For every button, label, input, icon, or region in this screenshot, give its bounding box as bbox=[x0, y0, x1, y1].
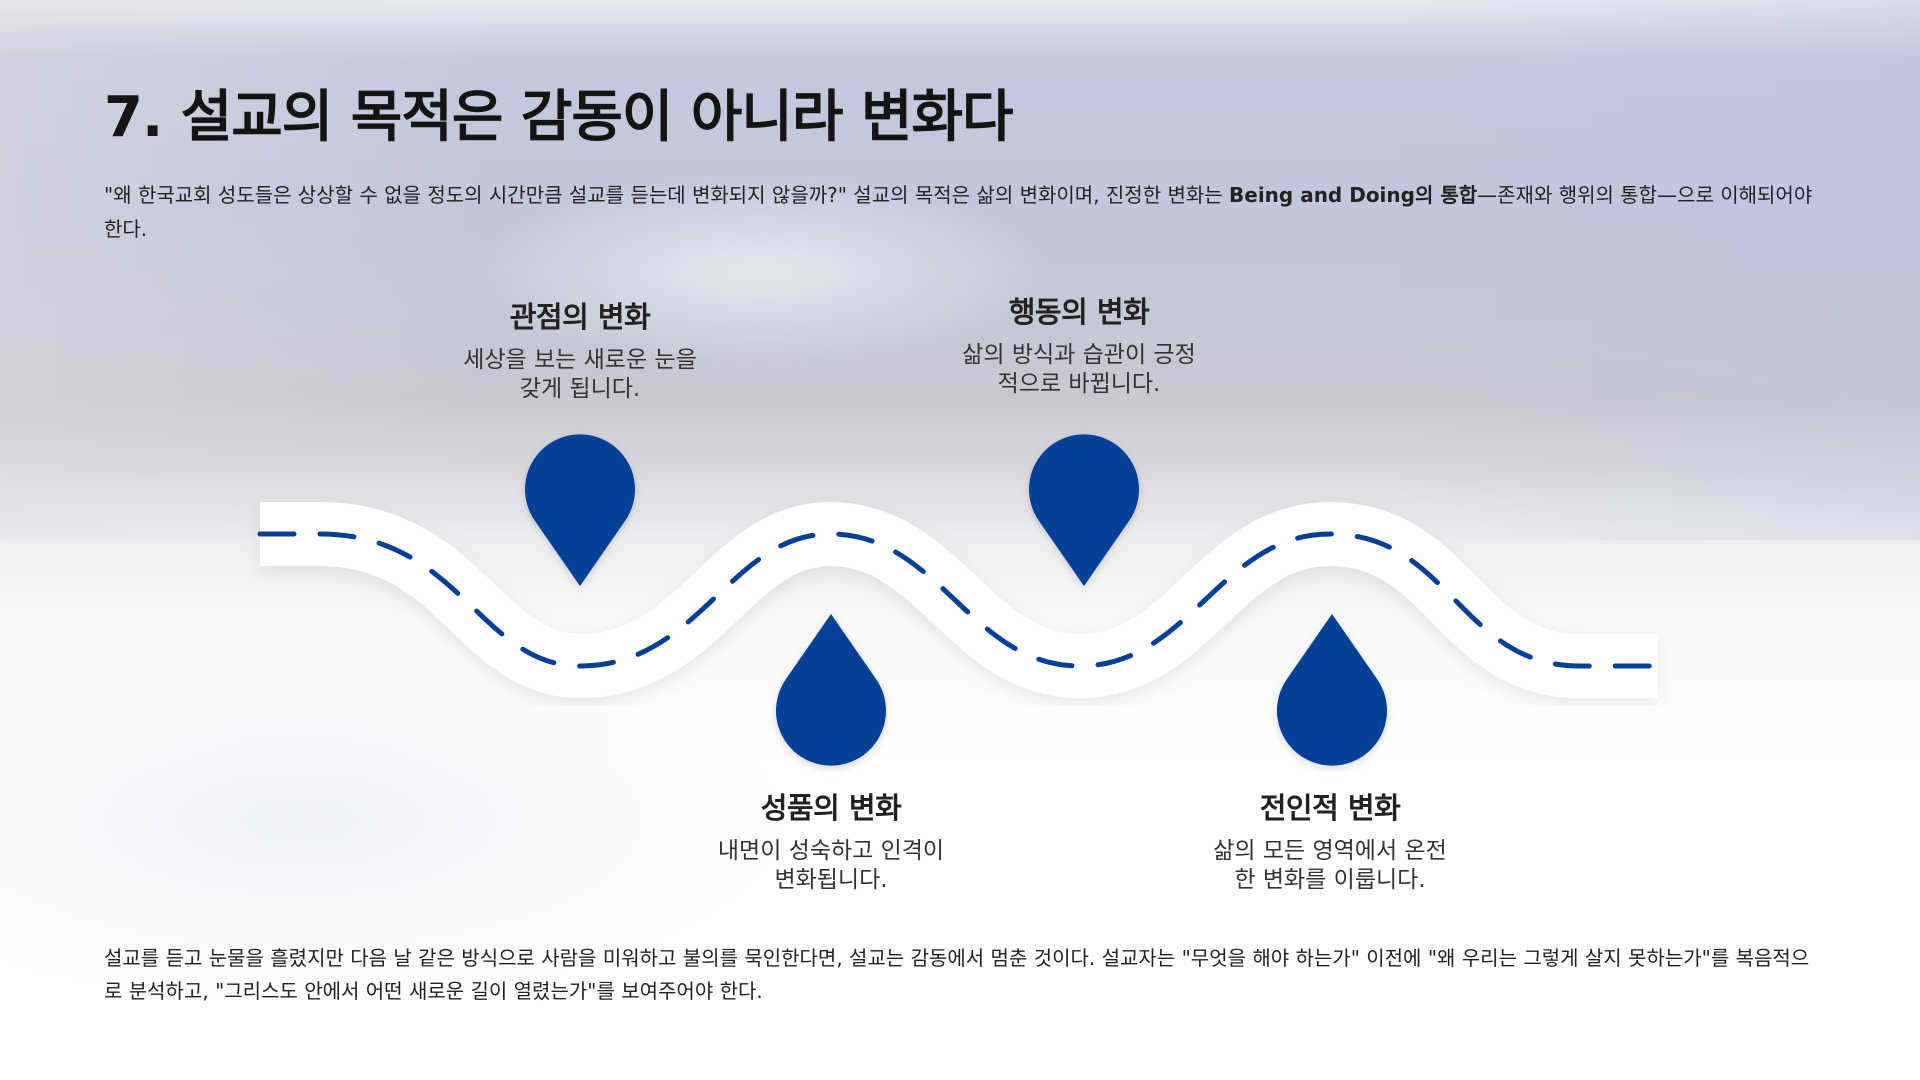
map-pin-icon bbox=[1029, 434, 1139, 586]
road-center-dashes bbox=[257, 531, 1661, 669]
stage-desc-line: 갖게 됩니다. bbox=[519, 376, 641, 402]
stage-holistic: 전인적 변화 삶의 모든 영역에서 온전 한 변화를 이룹니다. bbox=[1160, 785, 1500, 895]
stage-title: 행동의 변화 bbox=[1008, 295, 1150, 329]
stage-desc-line: 적으로 바뀝니다. bbox=[997, 371, 1161, 397]
stage-character: 성품의 변화 내면이 성숙하고 인격이 변화됩니다. bbox=[661, 785, 1001, 895]
intro-text-after: —존재와 행위의 통합—으로 이해되어야 한다. bbox=[104, 183, 1813, 241]
stage-desc-line: 내면이 성숙하고 인격이 bbox=[717, 838, 945, 864]
stage-desc-line: 삶의 방식과 습관이 긍정 bbox=[962, 342, 1196, 368]
stage-title: 전인적 변화 bbox=[1259, 791, 1401, 825]
intro-paragraph: "왜 한국교회 성도들은 상상할 수 없을 정도의 시간만큼 설교를 듣는데 변… bbox=[104, 178, 1824, 246]
drop-icon bbox=[775, 614, 886, 766]
stage-perspective: 관점의 변화 세상을 보는 새로운 눈을 갖게 됩니다. bbox=[410, 294, 750, 404]
road bbox=[260, 501, 1658, 699]
page-title: 7. 설교의 목적은 감동이 아니라 변화다 bbox=[104, 85, 1014, 150]
stage-desc-line: 한 변화를 이룹니다. bbox=[1234, 867, 1426, 893]
stage-title: 성품의 변화 bbox=[760, 791, 902, 825]
drop-icon bbox=[1277, 614, 1387, 766]
stage-behavior: 행동의 변화 삶의 방식과 습관이 긍정 적으로 바뀝니다. bbox=[909, 289, 1249, 399]
stage-title: 관점의 변화 bbox=[509, 300, 651, 334]
intro-text-before: "왜 한국교회 성도들은 상상할 수 없을 정도의 시간만큼 설교를 듣는데 변… bbox=[104, 183, 1230, 207]
outro-paragraph: 설교를 듣고 눈물을 흘렸지만 다음 날 같은 방식으로 사람을 미워하고 불의… bbox=[104, 946, 1810, 1003]
stage-desc-line: 삶의 모든 영역에서 온전 bbox=[1213, 838, 1447, 864]
intro-bold-text: Being and Doing의 통합 bbox=[1229, 183, 1478, 207]
map-pin-icon bbox=[525, 434, 635, 586]
stage-desc-line: 변화됩니다. bbox=[774, 867, 888, 893]
stage-desc-line: 세상을 보는 새로운 눈을 bbox=[463, 347, 697, 373]
